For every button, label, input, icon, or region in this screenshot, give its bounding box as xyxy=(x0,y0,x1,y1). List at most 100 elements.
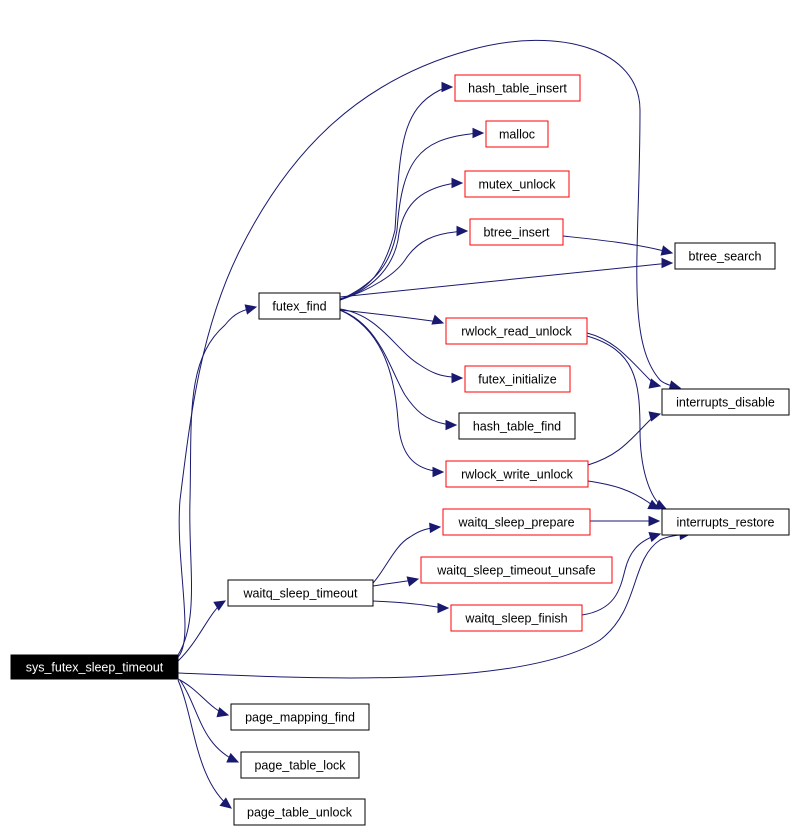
arrowhead-page_table_lock xyxy=(226,752,240,763)
node-interrupts-restore[interactable]: interrupts_restore xyxy=(661,508,790,536)
arrowhead-mutex_unlock xyxy=(451,177,464,189)
arrowhead-waitq_sleep_timeout_unsafe xyxy=(406,576,420,587)
function-nodes: sys_futex_sleep_timeout futex_find waitq_s… xyxy=(10,74,790,826)
node-malloc[interactable]: malloc xyxy=(485,120,549,148)
node-label: waitq_sleep_prepare xyxy=(457,516,574,530)
edge-waitq_sleep_finish-to-interrupts_restore xyxy=(581,533,661,616)
edge-sys_futex_sleep_timeout-to-interrupts_restore xyxy=(177,533,691,679)
node-interrupts-disable[interactable]: interrupts_disable xyxy=(661,388,790,416)
node-label: mutex_unlock xyxy=(478,178,556,192)
node-label: interrupts_disable xyxy=(676,396,775,410)
arrowhead-btree_search xyxy=(661,257,674,269)
node-box xyxy=(445,460,589,488)
node-box xyxy=(661,388,790,416)
node-label: interrupts_restore xyxy=(677,516,775,530)
node-waitq-sleep-timeout[interactable]: waitq_sleep_timeout xyxy=(227,579,374,607)
edge-btree_insert-to-btree_search xyxy=(562,235,673,254)
node-futex-initialize[interactable]: futex_initialize xyxy=(464,365,571,393)
arrowhead-malloc xyxy=(472,127,485,139)
node-label: rwlock_read_unlock xyxy=(461,325,572,339)
node-box xyxy=(661,508,790,536)
node-hash-table-insert[interactable]: hash_table_insert xyxy=(454,74,581,102)
arrowhead-waitq_sleep_timeout xyxy=(213,600,227,611)
arrowhead-futex_find xyxy=(244,304,258,315)
node-label: btree_insert xyxy=(483,226,550,240)
arrowhead-page_mapping_find xyxy=(216,707,230,718)
node-label: malloc xyxy=(499,128,535,142)
node-label: page_table_lock xyxy=(254,759,346,773)
arrowhead-rwlock_write_unlock xyxy=(432,466,445,478)
arrowhead-interrupts_restore xyxy=(648,531,662,543)
node-box xyxy=(485,120,549,148)
node-box xyxy=(233,798,366,826)
node-rwlock-read-unlock[interactable]: rwlock_read_unlock xyxy=(445,317,588,345)
node-label: waitq_sleep_finish xyxy=(464,612,567,626)
node-box xyxy=(464,170,570,198)
node-label: futex_initialize xyxy=(478,373,557,387)
node-box xyxy=(458,412,576,440)
node-page-table-lock[interactable]: page_table_lock xyxy=(240,751,360,779)
arrowhead-waitq_sleep_finish xyxy=(437,602,450,614)
arrowhead-page_table_unlock xyxy=(219,797,232,809)
edge-futex_find-to-hash_table_find xyxy=(339,309,457,426)
node-box xyxy=(240,751,360,779)
node-box xyxy=(258,292,341,320)
node-box xyxy=(227,579,374,607)
edge-futex_find-to-hash_table_insert xyxy=(339,86,453,300)
edge-rwlock_write_unlock-to-interrupts_disable xyxy=(587,413,661,466)
node-label: btree_search xyxy=(689,250,762,264)
edge-sys_futex_sleep_timeout-to-page_table_unlock xyxy=(177,679,232,809)
node-label: hash_table_find xyxy=(473,420,561,434)
node-label: futex_find xyxy=(272,300,326,314)
node-futex-find[interactable]: futex_find xyxy=(258,292,341,320)
edge-rwlock_read_unlock-to-interrupts_disable xyxy=(586,332,661,387)
node-label: waitq_sleep_timeout_unsafe xyxy=(436,564,595,578)
arrowhead-hash_table_find xyxy=(445,419,458,431)
node-page-table-unlock[interactable]: page_table_unlock xyxy=(233,798,366,826)
arrowhead-waitq_sleep_prepare xyxy=(429,522,442,534)
node-btree-search[interactable]: btree_search xyxy=(674,242,776,270)
node-btree-insert[interactable]: btree_insert xyxy=(469,218,564,246)
arrowhead-interrupts_disable xyxy=(648,378,662,389)
node-box xyxy=(450,604,583,632)
call-edges xyxy=(177,39,692,809)
node-box xyxy=(420,556,613,584)
node-label: sys_futex_sleep_timeout xyxy=(26,661,164,675)
node-label: waitq_sleep_timeout xyxy=(243,587,358,601)
node-box xyxy=(469,218,564,246)
node-mutex-unlock[interactable]: mutex_unlock xyxy=(464,170,570,198)
edge-futex_find-to-rwlock_write_unlock xyxy=(339,309,444,473)
edge-sys_futex_sleep_timeout-to-futex_find xyxy=(177,306,257,656)
edge-futex_find-to-rwlock_read_unlock xyxy=(339,309,444,324)
edge-sys_futex_sleep_timeout-to-interrupts_disable xyxy=(177,39,681,658)
node-box xyxy=(230,703,370,731)
node-label: hash_table_insert xyxy=(468,82,567,96)
node-waitq-sleep-finish[interactable]: waitq_sleep_finish xyxy=(450,604,583,632)
edge-futex_find-to-malloc xyxy=(339,132,484,301)
node-page-mapping-find[interactable]: page_mapping_find xyxy=(230,703,370,731)
node-box xyxy=(445,317,588,345)
arrowhead-futex_initialize xyxy=(451,372,464,384)
edge-waitq_sleep_timeout-to-waitq_sleep_finish xyxy=(372,600,449,609)
node-label: rwlock_write_unlock xyxy=(461,468,574,482)
node-waitq-sleep-prepare[interactable]: waitq_sleep_prepare xyxy=(442,508,591,536)
arrowhead-btree_search xyxy=(660,245,674,256)
node-box xyxy=(442,508,591,536)
edge-futex_find-to-futex_initialize xyxy=(339,308,463,379)
arrowhead-rwlock_read_unlock xyxy=(431,314,445,325)
node-rwlock-write-unlock[interactable]: rwlock_write_unlock xyxy=(445,460,589,488)
node-sys-futex-sleep-timeout[interactable]: sys_futex_sleep_timeout xyxy=(10,654,179,680)
node-label: page_mapping_find xyxy=(245,711,355,725)
arrowhead-btree_insert xyxy=(456,225,469,237)
arrowhead-interrupts_disable xyxy=(648,411,662,422)
node-box xyxy=(674,242,776,270)
arrowhead-interrupts_restore xyxy=(647,499,661,510)
arrowhead-interrupts_restore xyxy=(648,515,661,527)
node-box xyxy=(454,74,581,102)
node-waitq-sleep-timeout-unsafe[interactable]: waitq_sleep_timeout_unsafe xyxy=(420,556,613,584)
edge-sys_futex_sleep_timeout-to-page_table_lock xyxy=(179,679,239,763)
node-hash-table-find[interactable]: hash_table_find xyxy=(458,412,576,440)
node-label: page_table_unlock xyxy=(247,806,353,820)
arrowhead-hash_table_insert xyxy=(441,81,454,93)
